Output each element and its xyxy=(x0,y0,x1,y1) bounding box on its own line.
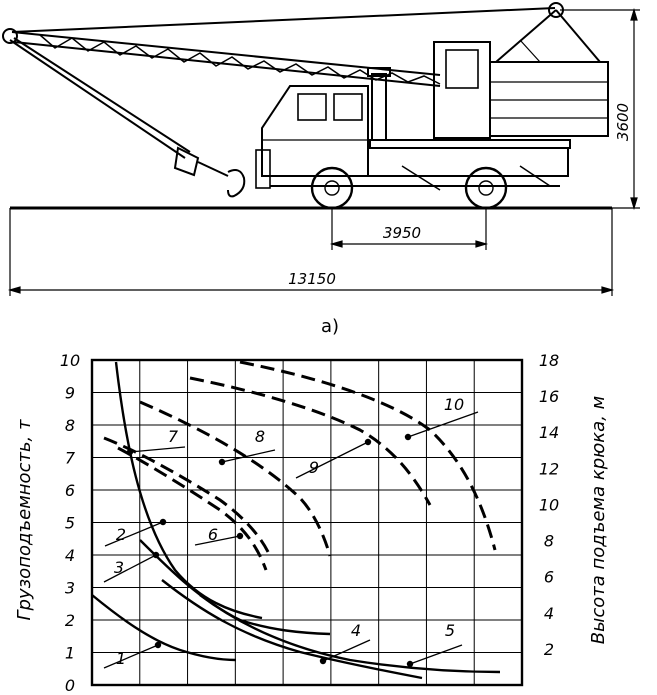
right-tick-label: 16 xyxy=(539,387,559,406)
hook-assembly xyxy=(9,37,246,198)
curve-point xyxy=(152,551,160,559)
crane-superstructure xyxy=(367,41,609,149)
left-tick-label: 8 xyxy=(65,416,75,435)
crane-boom xyxy=(2,2,601,87)
left-axis-ticks: 0 1 2 3 4 5 6 7 8 9 10 xyxy=(60,351,80,695)
left-tick-label: 4 xyxy=(65,546,75,565)
left-tick-label: 5 xyxy=(65,514,75,533)
curve-1 xyxy=(91,594,237,662)
curve-label-9: 9 xyxy=(295,438,372,479)
curve-label-8: 8 xyxy=(218,427,276,466)
right-tick-label: 18 xyxy=(539,351,559,370)
curve-label-6: 6 xyxy=(194,525,244,546)
curve-label-1: 1 xyxy=(103,641,162,669)
leader-line xyxy=(103,554,157,583)
truck-cabin xyxy=(255,85,369,189)
right-tick-label: 2 xyxy=(544,640,554,659)
right-axis-label: Высота подъема крюка, м xyxy=(588,396,609,644)
front-wheel-hub xyxy=(324,180,340,196)
curve-point xyxy=(126,448,134,456)
right-tick-label: 12 xyxy=(539,459,559,478)
front-wheel xyxy=(310,166,354,210)
curve-point xyxy=(404,433,412,441)
leader-line xyxy=(194,535,241,546)
curve-label-5: 5 xyxy=(406,621,463,668)
curve-labels: 1 2 3 4 5 6 7 8 9 10 xyxy=(103,395,479,669)
dim-length-label: 13150 xyxy=(288,270,336,288)
curve-number: 3 xyxy=(114,558,124,577)
curve-point xyxy=(364,438,372,446)
curve-number: 2 xyxy=(116,525,126,544)
curve-8 xyxy=(139,400,332,557)
curve-number: 7 xyxy=(168,427,179,446)
curve-label-7: 7 xyxy=(126,427,186,456)
leader-line xyxy=(322,639,371,662)
curve-number: 1 xyxy=(116,649,126,668)
curve-point xyxy=(406,660,414,668)
left-tick-label: 6 xyxy=(65,481,75,500)
curve-number: 5 xyxy=(445,621,455,640)
chart-curves xyxy=(91,360,501,680)
right-axis-ticks: 2 4 6 8 10 12 14 16 18 xyxy=(539,351,559,659)
curve-4 xyxy=(161,579,423,680)
curve-2 xyxy=(114,361,263,620)
curve-number: 4 xyxy=(351,621,361,640)
curve-6 xyxy=(117,446,268,571)
curve-point xyxy=(154,641,162,649)
curve-point xyxy=(159,518,167,526)
figure-caption: a) xyxy=(321,316,339,337)
right-tick-label: 4 xyxy=(544,604,554,623)
rear-wheel xyxy=(464,166,508,210)
left-tick-label: 3 xyxy=(65,579,75,598)
left-tick-label: 2 xyxy=(65,611,75,630)
curve-10 xyxy=(239,360,497,551)
curve-point xyxy=(218,458,226,466)
leader-line xyxy=(104,521,164,547)
curve-number: 10 xyxy=(444,395,464,414)
curve-number: 8 xyxy=(255,427,265,446)
curve-9 xyxy=(189,376,432,506)
curve-5 xyxy=(199,594,501,674)
left-tick-label: 9 xyxy=(65,384,75,403)
curve-label-4: 4 xyxy=(319,621,371,665)
left-tick-label: 10 xyxy=(60,351,80,370)
right-tick-label: 6 xyxy=(544,568,554,587)
crane-drawing xyxy=(2,2,612,210)
curve-label-3: 3 xyxy=(103,551,160,583)
curve-number: 6 xyxy=(208,525,218,544)
curve-label-2: 2 xyxy=(104,518,167,547)
truck-chassis xyxy=(270,147,569,191)
leader-line xyxy=(221,449,276,463)
curve-point xyxy=(236,532,244,540)
left-tick-label: 7 xyxy=(65,449,76,468)
dimension-lines xyxy=(7,7,640,296)
right-tick-label: 8 xyxy=(544,532,554,551)
right-tick-label: 10 xyxy=(539,495,559,514)
curve-point xyxy=(319,657,327,665)
left-tick-label: 1 xyxy=(65,644,75,663)
right-tick-label: 14 xyxy=(539,423,559,442)
chart-grid xyxy=(92,360,522,685)
dim-wheelbase-label: 3950 xyxy=(383,224,421,242)
leader-line xyxy=(129,446,186,453)
rear-wheel-hub xyxy=(478,180,494,196)
curve-number: 9 xyxy=(309,458,319,477)
curve-label-10: 10 xyxy=(404,395,479,441)
left-tick-label: 0 xyxy=(65,676,75,695)
leader-line xyxy=(407,411,479,438)
leader-line xyxy=(103,644,159,669)
left-axis-label: Грузоподъемность, т xyxy=(14,419,35,621)
leader-line xyxy=(409,644,463,665)
leader-line xyxy=(295,441,369,479)
dim-height-label: 3600 xyxy=(614,103,632,141)
